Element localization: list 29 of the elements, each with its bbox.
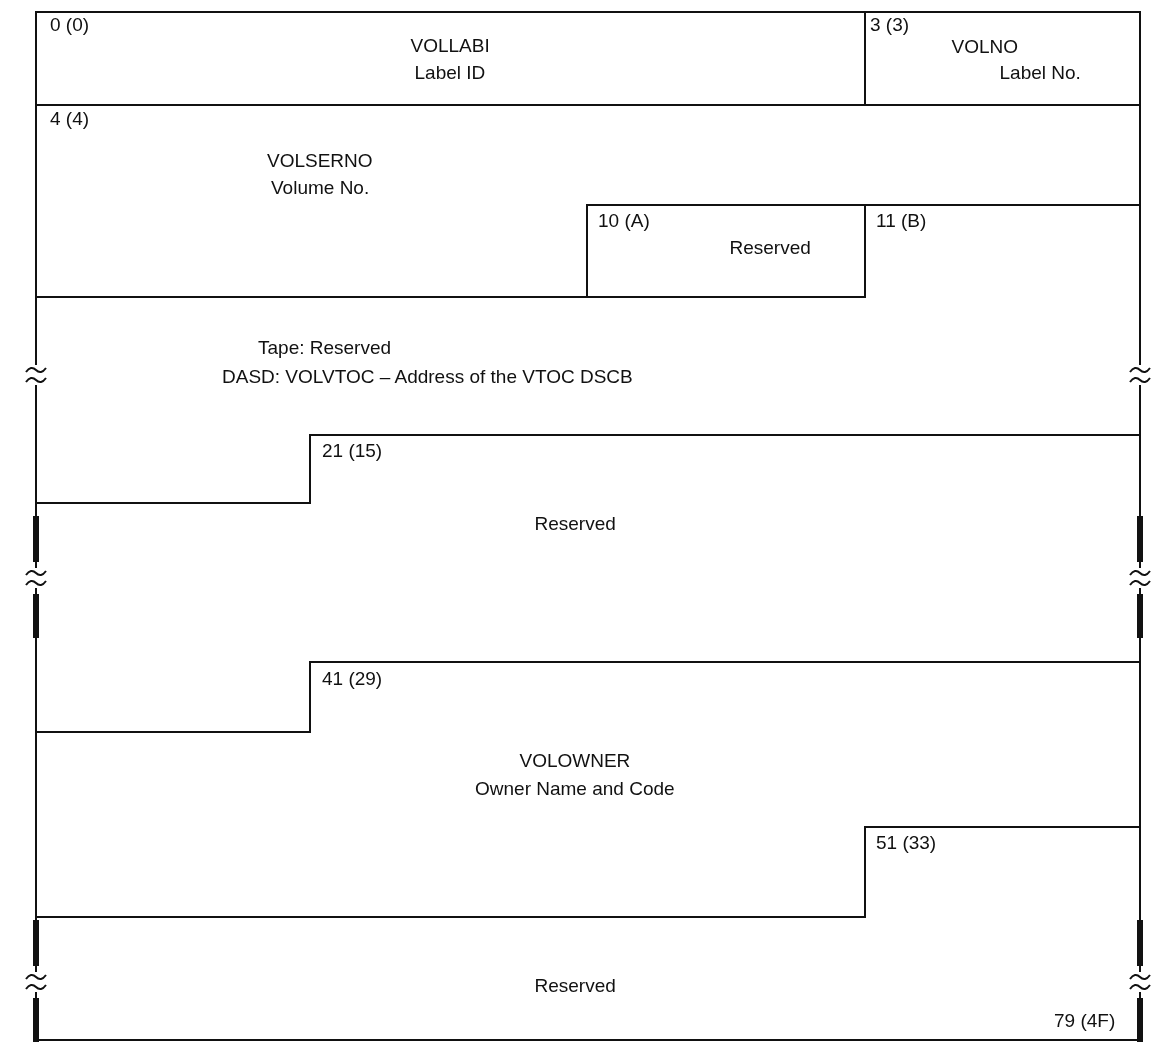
offset-label: 10 (A) — [598, 210, 650, 232]
offset-label: 51 (33) — [876, 832, 937, 854]
offset-label: 3 (3) — [870, 14, 910, 36]
field-description: Tape: Reserved — [258, 337, 392, 359]
offset-label: 21 (15) — [322, 440, 383, 462]
field-description: Reserved — [534, 513, 616, 535]
field-description: Owner Name and Code — [475, 778, 675, 800]
offset-label: 4 (4) — [50, 108, 90, 130]
field-description: Reserved — [534, 975, 616, 997]
field-description: Label No. — [999, 62, 1081, 84]
field-description: Reserved — [729, 237, 811, 259]
field-name: VOLSERNO — [267, 150, 373, 172]
record-field — [36, 205, 1140, 503]
field-description: DASD: VOLVTOC – Address of the VTOC DSCB — [222, 366, 633, 388]
record-field — [865, 12, 1140, 105]
offset-label: 41 (29) — [322, 668, 383, 690]
record-field — [36, 662, 1140, 917]
offset-label: 11 (B) — [876, 210, 927, 232]
field-name: VOLLABI — [410, 35, 490, 57]
record-field — [36, 827, 1140, 1040]
offset-label: 79 (4F) — [1054, 1010, 1116, 1032]
field-name: VOLNO — [951, 36, 1019, 58]
record-field — [36, 105, 1140, 297]
field-description: Label ID — [414, 62, 486, 84]
record-field — [36, 12, 865, 105]
field-description: Volume No. — [271, 177, 370, 199]
record-field — [36, 435, 1140, 732]
field-name: VOLOWNER — [519, 750, 631, 772]
offset-label: 0 (0) — [50, 14, 90, 36]
